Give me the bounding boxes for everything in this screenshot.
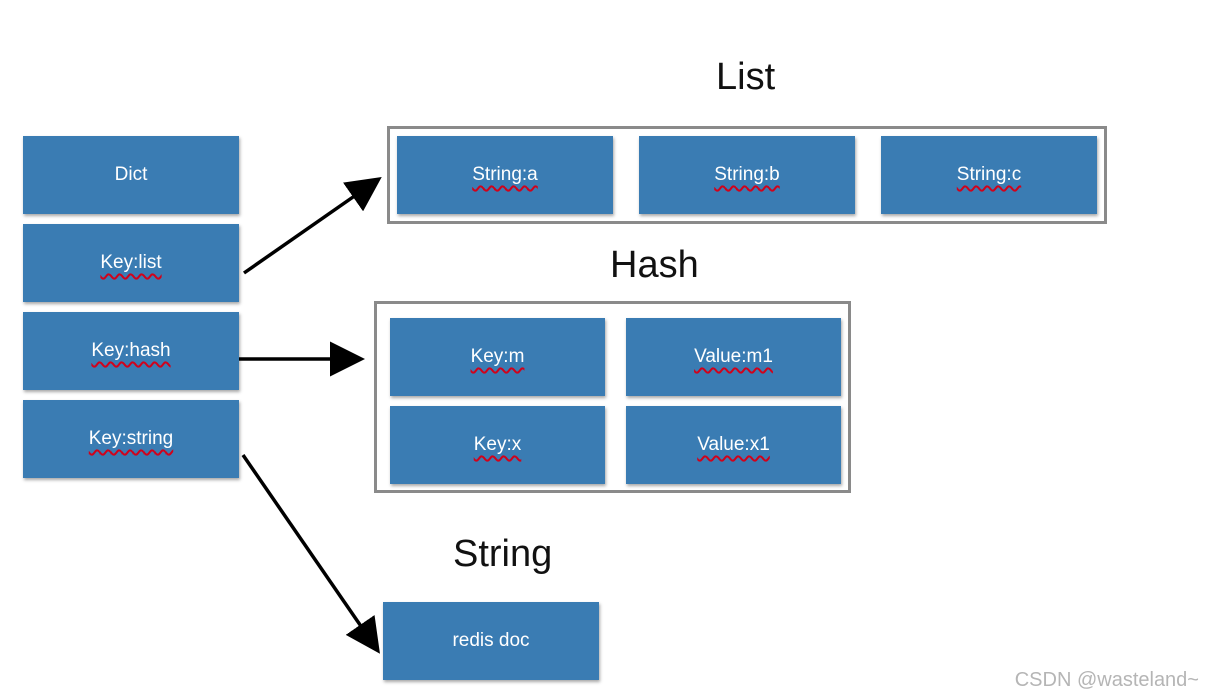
- key-list-label: Key:list: [100, 252, 162, 273]
- list-item-label: String:c: [956, 164, 1022, 185]
- hash-title: Hash: [610, 244, 699, 286]
- dict-box: Dict: [23, 136, 239, 214]
- list-item: String:a: [397, 136, 613, 214]
- hash-frame: [374, 301, 851, 493]
- key-string-label: Key:string: [88, 428, 174, 449]
- key-string-box: Key:string: [23, 400, 239, 478]
- key-hash-label: Key:hash: [91, 340, 171, 361]
- string-title: String: [453, 533, 553, 575]
- arrow-key-list-to-list: [242, 176, 382, 275]
- hash-cell: Value:m1: [626, 318, 841, 396]
- list-item-label: String:a: [472, 164, 538, 185]
- list-frame: [387, 126, 1107, 224]
- dict-label: Dict: [114, 164, 148, 185]
- list-title: List: [716, 56, 776, 98]
- key-list-box: Key:list: [23, 224, 239, 302]
- hash-cell: Value:x1: [626, 406, 841, 484]
- list-item: String:b: [639, 136, 855, 214]
- list-item-label: String:b: [714, 164, 780, 185]
- watermark: CSDN @wasteland~: [1014, 669, 1199, 691]
- key-hash-box: Key:hash: [23, 312, 239, 390]
- hash-cell: Key:m: [390, 318, 605, 396]
- hash-cell-label: Key:x: [473, 434, 522, 455]
- hash-cell-label: Value:x1: [697, 434, 770, 455]
- list-item: String:c: [881, 136, 1097, 214]
- hash-cell-label: Value:m1: [694, 346, 773, 367]
- hash-cell: Key:x: [390, 406, 605, 484]
- arrow-key-string-to-string: [241, 454, 380, 654]
- hash-cell-label: Key:m: [470, 346, 525, 367]
- string-value-box: redis doc: [383, 602, 599, 680]
- string-value-label: redis doc: [452, 630, 530, 651]
